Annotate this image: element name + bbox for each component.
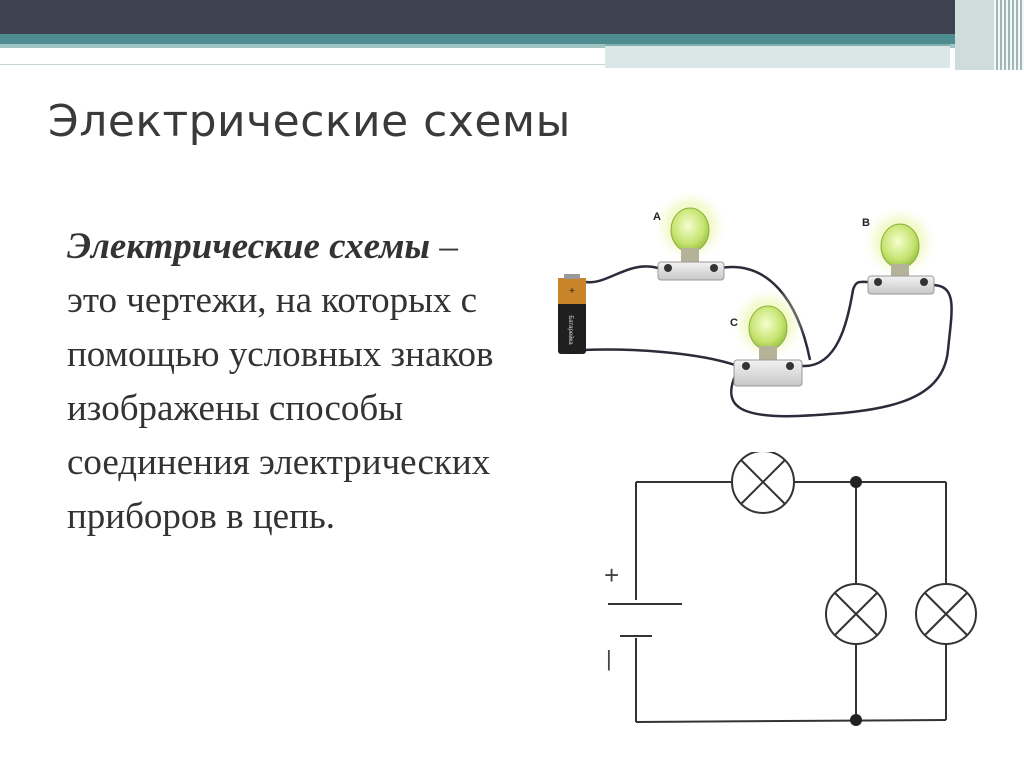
junction-top-icon (850, 476, 862, 488)
svg-text:Батарейка: Батарейка (567, 315, 574, 345)
minus-sign: | (606, 646, 612, 671)
lamp-symbol-middle-icon (825, 583, 887, 645)
lamp-symbol-right-icon (915, 583, 977, 645)
lamp-b-label: B (862, 217, 870, 229)
junction-bottom-icon (850, 714, 862, 726)
header-divider (0, 64, 605, 65)
header-dark-band (0, 0, 1024, 36)
definition-term: Электрические схемы (67, 226, 431, 267)
header-stripes (994, 0, 1024, 70)
lamp-a-icon (652, 192, 728, 281)
header-teal-band (0, 34, 1024, 44)
lamp-a-label: A (653, 211, 661, 223)
definition-rest: – это чертежи, на которых с помощью усло… (67, 226, 494, 537)
circuit-schematic: + | (604, 452, 977, 726)
header-right-block (605, 44, 950, 68)
lamp-symbol-top-icon (731, 452, 795, 514)
battery-icon: + Батарейка (558, 274, 586, 354)
lamp-c-icon (730, 290, 806, 387)
lamp-b-icon (862, 208, 938, 295)
svg-text:+: + (569, 286, 575, 297)
plus-sign: + (604, 560, 619, 590)
definition-text: Электрические схемы – это чертежи, на ко… (67, 220, 497, 544)
circuit-illustration: + Батарейка A B C (558, 192, 953, 418)
header-light-band (0, 44, 1024, 48)
slide-title: Электрические схемы (48, 96, 571, 147)
lamp-c-label: C (730, 317, 738, 329)
